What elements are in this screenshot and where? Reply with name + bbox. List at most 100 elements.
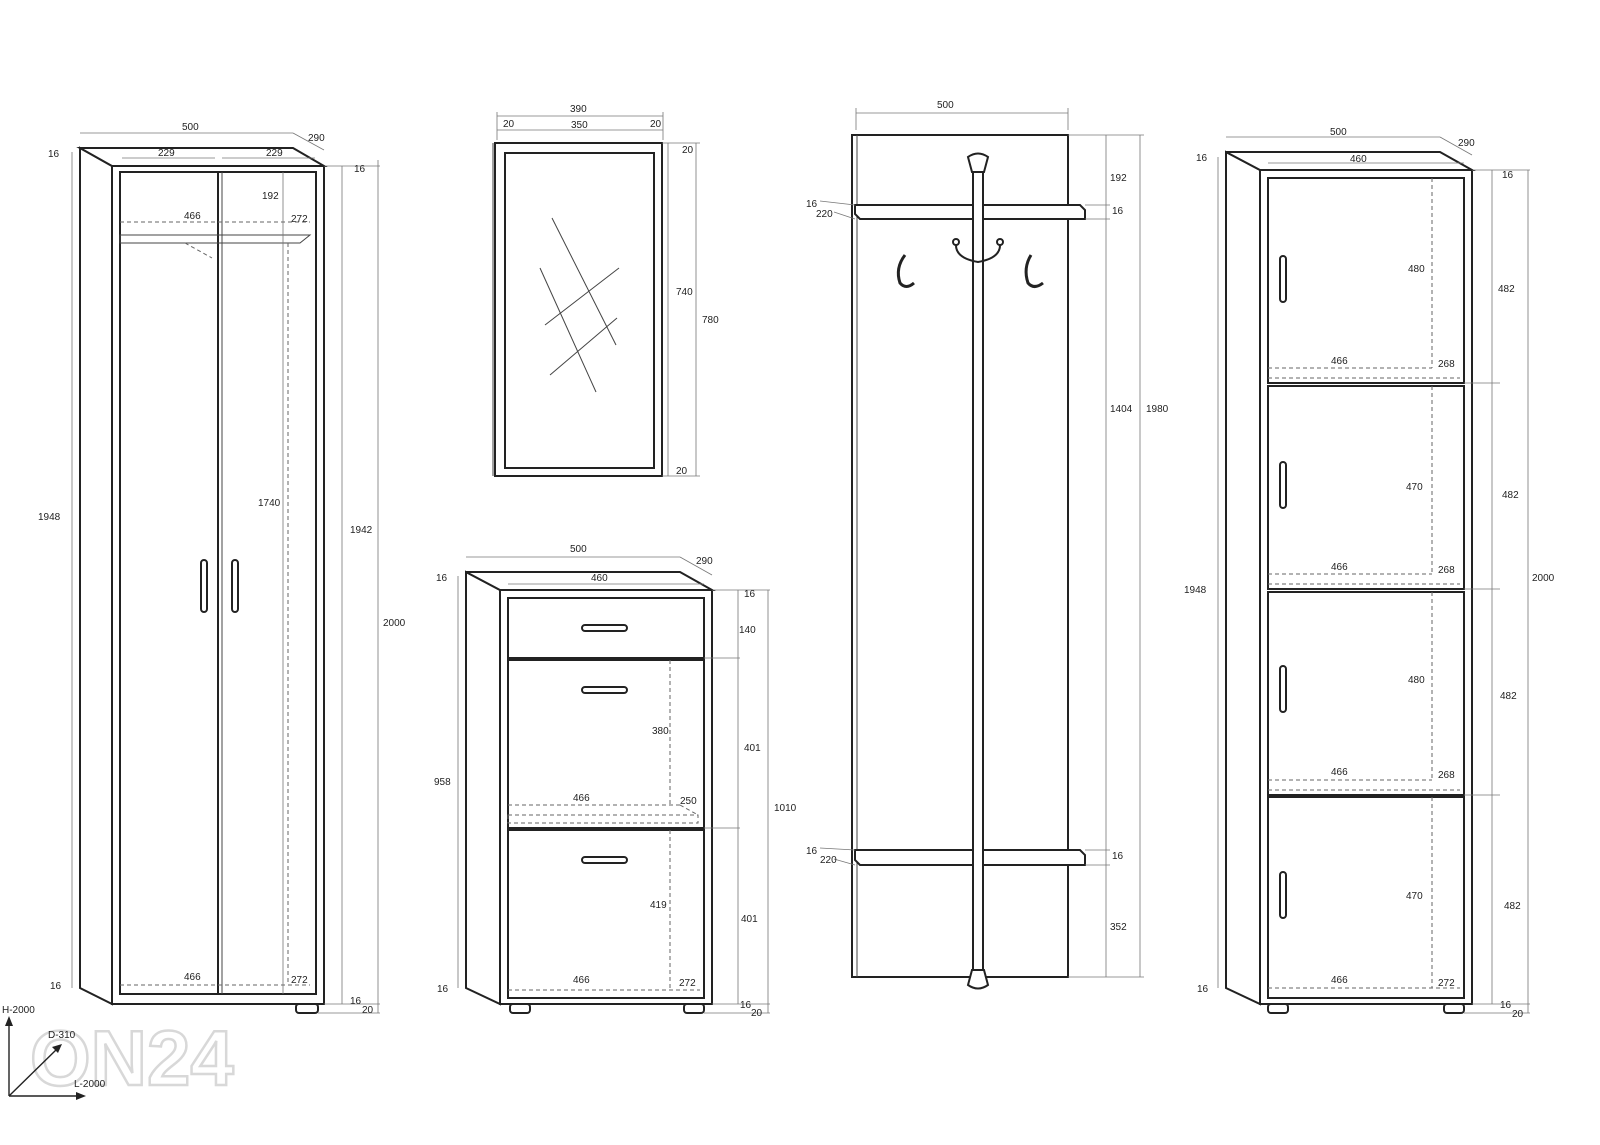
wardrobe-bottom-shelf-depth-label: 272	[291, 975, 308, 986]
tall-cabinet-plinth-label: 20	[1512, 1009, 1524, 1020]
pole-hook-arms	[954, 243, 1002, 264]
mirror-frame-right-label: 20	[650, 119, 662, 130]
shoe-cabinet-gap-top-label: 16	[744, 589, 756, 600]
wardrobe-side-height-label: 1948	[38, 512, 61, 523]
wardrobe-plinth-label: 20	[362, 1005, 374, 1016]
watermark-logo: ON24	[30, 1014, 234, 1102]
wardrobe-foot	[295, 1003, 319, 1014]
coat-rack-shelf-thickness-top-label: 16	[1112, 206, 1124, 217]
wardrobe-drawing	[71, 132, 380, 1014]
tall-cabinet-inner-height-4-label: 470	[1406, 891, 1423, 902]
shoe-cabinet-foot	[509, 1003, 531, 1014]
shoe-cabinet-inner-height-1-label: 380	[652, 726, 669, 737]
tall-cabinet-top-label: 16	[1196, 153, 1208, 164]
door-4-handle	[1279, 871, 1287, 919]
shoe-cabinet-plinth-label: 20	[751, 1008, 763, 1019]
shoe-cabinet-top-label: 16	[436, 573, 448, 584]
shoe-cabinet-bottom-shelf-width-label: 466	[573, 975, 590, 986]
shoe-cabinet-total-height-label: 1010	[774, 803, 797, 814]
tall-cabinet-door-height-4-label: 482	[1504, 901, 1521, 912]
tall-cabinet-inner-width-label: 460	[1350, 154, 1367, 165]
tall-cabinet-top-right-label: 16	[1502, 170, 1514, 181]
tall-cabinet-foot	[1443, 1003, 1465, 1014]
coat-rack-middle-height-label: 1404	[1110, 404, 1133, 415]
shoe-cabinet-bottom-shelf-depth-label: 272	[679, 978, 696, 989]
tall-cabinet-drawing	[1217, 136, 1530, 1014]
wardrobe-top-right-label: 16	[354, 164, 366, 175]
shoe-cabinet-depth-label: 290	[696, 556, 713, 567]
shoe-cabinet-shelf-depth-label: 250	[680, 796, 697, 807]
mirror-frame-bottom-label: 20	[676, 466, 688, 477]
axis-indicator	[5, 1016, 86, 1100]
right-door-handle	[231, 559, 239, 613]
length-axis-label: L-2000	[74, 1079, 106, 1090]
top-shelf	[854, 204, 1086, 220]
coat-rack-shelf-left-thickness-bottom-label: 16	[806, 846, 818, 857]
coat-rack-drawing	[819, 108, 1144, 990]
tall-cabinet-side-height-label: 1948	[1184, 585, 1207, 596]
depth-axis	[8, 1047, 59, 1097]
tall-cabinet-depth-label: 290	[1458, 138, 1475, 149]
shoe-cabinet-shelf-width-label: 466	[573, 793, 590, 804]
coat-rack-shelf-depth-top-label: 220	[816, 209, 833, 220]
mirror-frame-top-label: 20	[682, 145, 694, 156]
mirror-glass-height-label: 740	[676, 287, 693, 298]
mirror-glass-width-label: 350	[571, 120, 588, 131]
coat-rack-shelf-depth-bottom-label: 220	[820, 855, 837, 866]
shoe-cabinet-inner-height-2-label: 419	[650, 900, 667, 911]
door-3-handle	[1279, 665, 1287, 713]
door-1-handle	[1279, 255, 1287, 303]
tall-cabinet-shelf-width-4-label: 466	[1331, 975, 1348, 986]
tall-cabinet-inner-height-2-label: 470	[1406, 482, 1423, 493]
depth-axis-label: D-310	[48, 1030, 76, 1041]
shoe-cabinet-drawing	[457, 556, 770, 1014]
tall-cabinet-shelf-width-3-label: 466	[1331, 767, 1348, 778]
tall-cabinet-shelf-depth-1-label: 268	[1438, 359, 1455, 370]
wardrobe-inner-height-label: 1942	[350, 525, 373, 536]
door-2	[1267, 385, 1465, 590]
tall-cabinet-inner-height-3-label: 480	[1408, 675, 1425, 686]
mirror-reflection-line	[551, 217, 617, 346]
lower-door	[507, 829, 705, 999]
coat-rack-shelf-thickness-bottom-label: 16	[1112, 851, 1124, 862]
height-axis-label: H-2000	[2, 1005, 35, 1016]
coat-rack-total-height-label: 1980	[1146, 404, 1169, 415]
door-1	[1267, 177, 1465, 384]
coat-rack-bottom-height-label: 352	[1110, 922, 1127, 933]
pole-top-knob	[966, 152, 990, 173]
tall-cabinet-inner-height-1-label: 480	[1408, 264, 1425, 275]
left-door-handle	[200, 559, 208, 613]
shoe-cabinet-bottom-right-label: 16	[740, 1000, 752, 1011]
tall-cabinet-shelf-depth-3-label: 268	[1438, 770, 1455, 781]
upper-door	[507, 659, 705, 829]
coat-rack-top-panel-label: 192	[1110, 173, 1127, 184]
upper-door-handle	[581, 686, 628, 694]
wardrobe-shelf-width-label: 466	[184, 211, 201, 222]
wardrobe-total-height-label: 2000	[383, 618, 406, 629]
door-2-handle	[1279, 461, 1287, 509]
shoe-cabinet-side-height-label: 958	[434, 777, 451, 788]
tall-cabinet-shelf-width-1-label: 466	[1331, 356, 1348, 367]
wardrobe-top-space-label: 192	[262, 191, 279, 202]
mirror-frame-left-label: 20	[503, 119, 515, 130]
shoe-cabinet-drawer-height-label: 140	[739, 625, 756, 636]
shoe-cabinet-bottom-left-label: 16	[437, 984, 449, 995]
wardrobe-top-label: 16	[48, 149, 60, 160]
wardrobe-depth-label: 290	[308, 133, 325, 144]
wardrobe-shelf-depth-label: 272	[291, 214, 308, 225]
right-coat-hook	[1024, 254, 1044, 288]
wardrobe-door-right-label: 229	[266, 148, 283, 159]
lower-door-handle	[581, 856, 628, 864]
pole-foot	[966, 969, 990, 990]
tall-cabinet-door-height-3-label: 482	[1500, 691, 1517, 702]
wardrobe-bottom-left-label: 16	[50, 981, 62, 992]
shoe-cabinet-door-height-2-label: 401	[741, 914, 758, 925]
bottom-shelf	[854, 849, 1086, 866]
tall-cabinet-door-height-2-label: 482	[1502, 490, 1519, 501]
drawer-handle	[581, 624, 628, 632]
wardrobe-width-label: 500	[182, 122, 199, 133]
drawer-front	[507, 597, 705, 659]
shoe-cabinet-width-label: 500	[570, 544, 587, 555]
coat-rack-width-label: 500	[937, 100, 954, 111]
